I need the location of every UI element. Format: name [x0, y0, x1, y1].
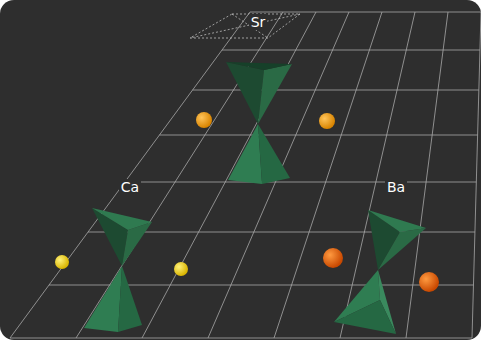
tetrahedron-pair — [84, 208, 152, 332]
element-label: Ca — [119, 179, 141, 195]
cation-spheres — [55, 112, 439, 292]
tetrahedron-pair — [226, 62, 292, 184]
element-label: Ba — [385, 179, 407, 195]
element-label: Sr — [249, 14, 268, 30]
perspective-grid — [10, 12, 481, 338]
unit-cell-outline — [190, 14, 300, 38]
tetrahedron-pair — [334, 210, 426, 334]
